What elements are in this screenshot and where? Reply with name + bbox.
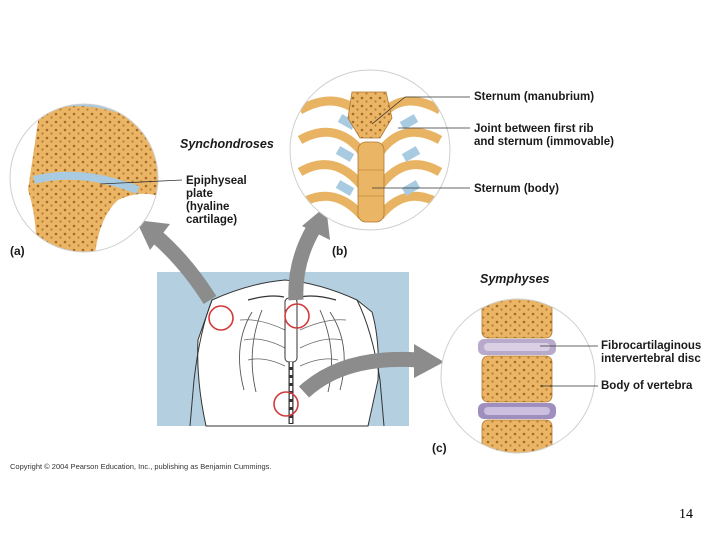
page-number: 14: [679, 507, 693, 522]
copyright-text: Copyright © 2004 Pearson Education, Inc.…: [10, 462, 272, 471]
panel-b-illustration: [289, 69, 470, 231]
arrow-to-c: [298, 344, 444, 398]
panel-label-c: (c): [432, 441, 447, 455]
panel-a-illustration: [9, 103, 183, 253]
torso-illustration: [157, 272, 409, 427]
panel-label-b: (b): [332, 244, 348, 258]
epiphyseal-plate-label: Epiphyseal plate (hyaline cartilage): [186, 175, 247, 226]
panel-c-illustration: [440, 298, 598, 454]
sternum-body-label: Sternum (body): [474, 183, 559, 195]
arrow-to-a: [136, 220, 217, 305]
manubrium-label: Sternum (manubrium): [474, 91, 595, 103]
first-rib-joint-label: Joint between first rib and sternum (imm…: [474, 123, 614, 148]
synchondroses-heading: Synchondroses: [180, 137, 274, 151]
panel-label-a: (a): [10, 244, 25, 258]
intervertebral-disc-label: Fibrocartilaginous intervertebral disc: [601, 340, 702, 365]
symphyses-heading: Symphyses: [480, 272, 550, 286]
vertebra-body-label: Body of vertebra: [601, 380, 693, 392]
